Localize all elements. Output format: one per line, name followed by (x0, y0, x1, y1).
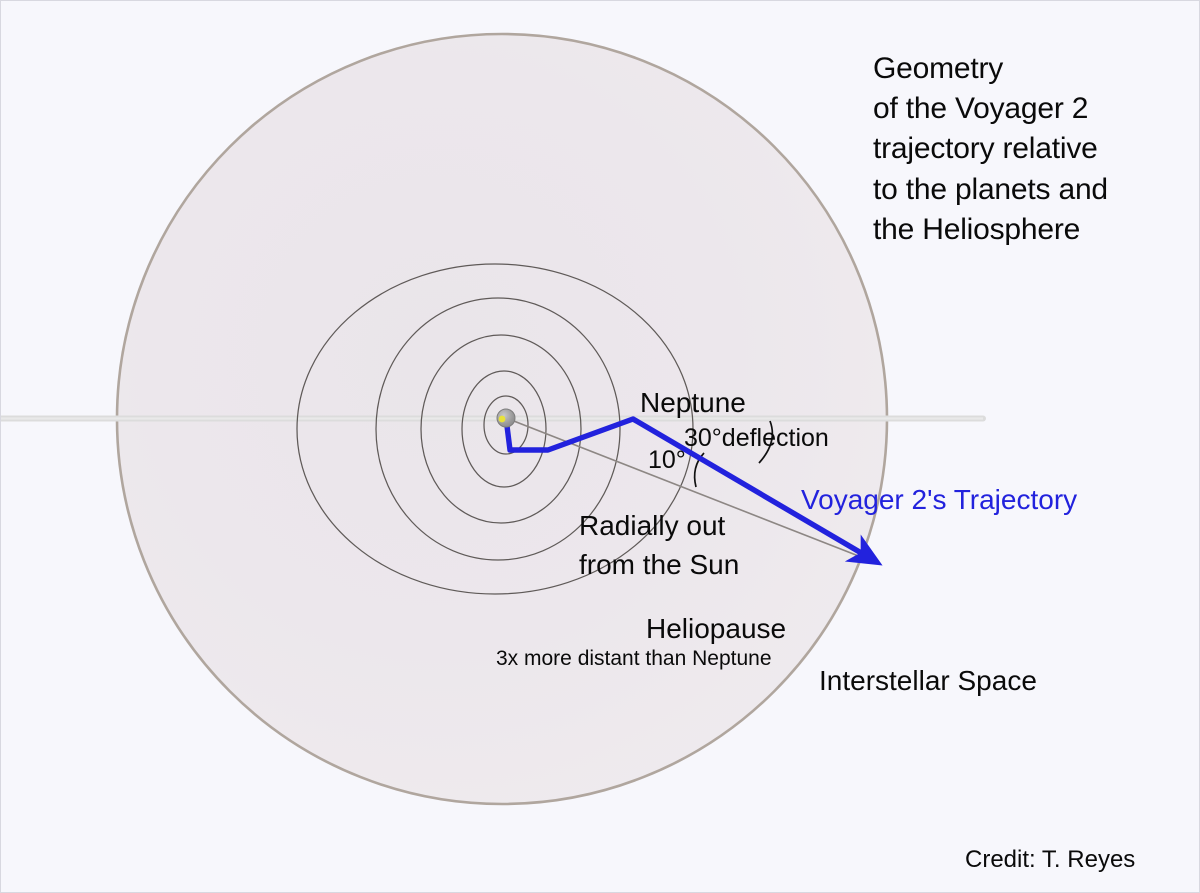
planetary-orbits (296, 263, 694, 595)
sun-core (498, 415, 506, 423)
orbit-ring-4 (375, 297, 621, 561)
label-heliopause: Heliopause (646, 613, 787, 644)
credit-line: Credit: T. Reyes (965, 846, 1136, 873)
label-interstellar-space: Interstellar Space (819, 665, 1037, 696)
label-heliopause-subtitle: 3x more distant than Neptune (496, 647, 772, 670)
voyager-trajectory-path (503, 415, 636, 453)
radial-angle-arc (693, 452, 705, 488)
label-neptune: Neptune (640, 387, 746, 418)
orbit-ring-1 (483, 395, 529, 455)
voyager-trajectory-outbound (631, 416, 883, 566)
sun-body (496, 408, 516, 428)
label-deflection-angle: 30°deflection (684, 424, 829, 452)
label-radially-out-from-sun: Radially out from the Sun (579, 510, 740, 580)
orbit-ring-5 (296, 263, 694, 595)
figure-title: Geometry of the Voyager 2 trajectory rel… (873, 52, 1108, 246)
label-voyager-trajectory: Voyager 2's Trajectory (801, 484, 1078, 515)
orbit-ring-2 (461, 370, 547, 488)
orbit-ring-3 (420, 334, 582, 524)
label-radial-angle: 10° (648, 446, 686, 474)
deflection-angle-arc (758, 420, 774, 464)
